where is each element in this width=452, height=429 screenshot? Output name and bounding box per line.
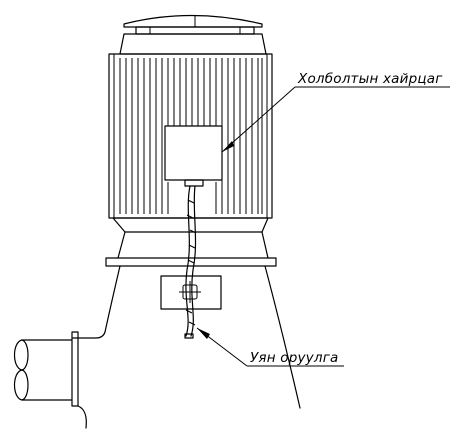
motor-body xyxy=(108,53,273,219)
coupling-symbol xyxy=(179,281,201,303)
motor-adapter xyxy=(105,217,277,267)
cooling-fins xyxy=(119,58,263,214)
coupling-window xyxy=(160,275,222,310)
cable-label: Уян оруулга xyxy=(250,350,338,366)
junction-box-label: Холболтын хайрцаг xyxy=(297,71,443,87)
junction-box-leader xyxy=(221,86,450,153)
cable-leader xyxy=(196,327,344,367)
junction-box xyxy=(164,125,223,187)
discharge-pipe xyxy=(13,331,106,429)
flexible-cable xyxy=(184,185,197,339)
motor-top-cap xyxy=(119,14,267,55)
pump-casing xyxy=(104,265,301,409)
